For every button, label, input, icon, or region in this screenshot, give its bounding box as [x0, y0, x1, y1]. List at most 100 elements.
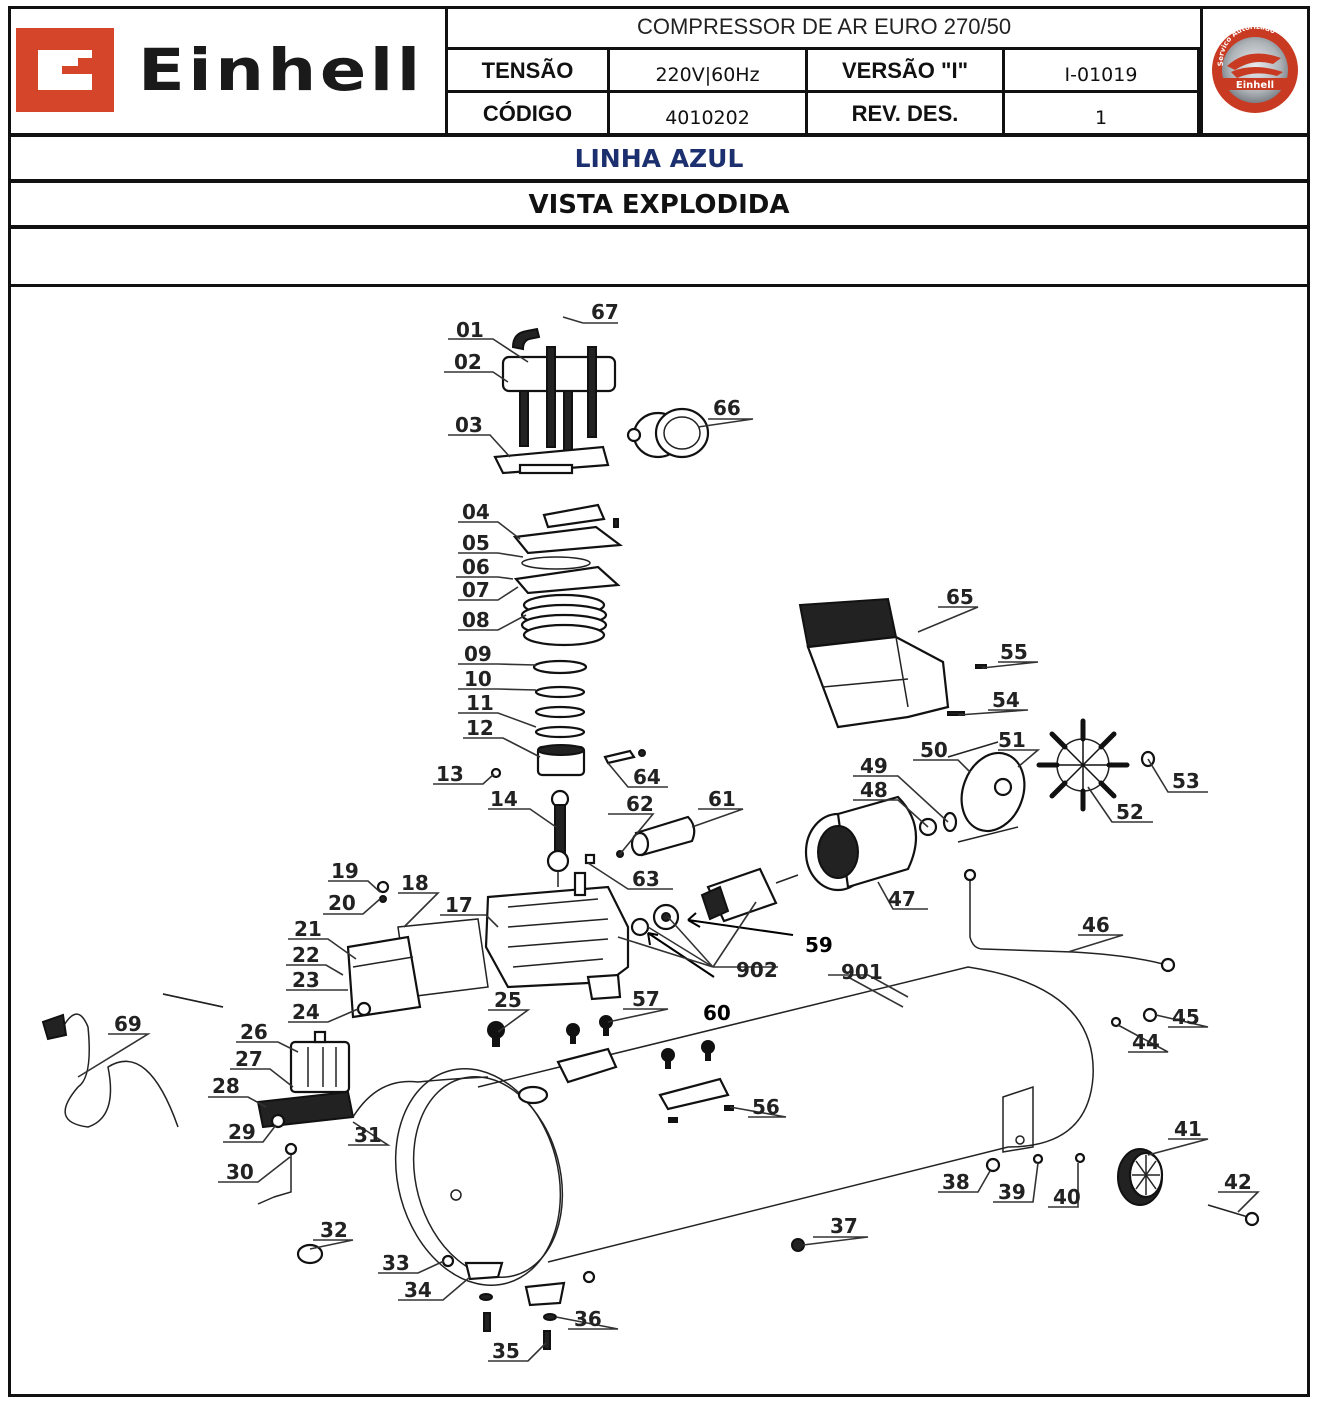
end-shield: [947, 741, 1026, 843]
plug-icon: [41, 1013, 68, 1041]
document-frame: [8, 6, 1310, 1397]
voltage-label: TENSÃO: [448, 50, 610, 90]
part-callout-57: 57: [632, 987, 660, 1011]
drain-plug: [791, 1238, 805, 1252]
part-callout-902: 902: [736, 958, 778, 982]
part-callout-08: 08: [462, 608, 490, 632]
part-callout-07: 07: [462, 578, 490, 602]
stator: [804, 795, 918, 892]
title-block: Einhell COMPRESSOR DE AR EURO 270/50 TEN…: [8, 6, 1310, 136]
exploded-view-diagram: 6701020366040506070809101112136414626163…: [41, 300, 1260, 1363]
part-callout-37: 37: [830, 1214, 858, 1238]
part-callout-03: 03: [455, 413, 483, 437]
part-callout-69: 69: [114, 1012, 142, 1036]
wheel: [1117, 1148, 1164, 1206]
cooling-fan: [1036, 718, 1130, 812]
version-value: I-01019: [1005, 50, 1200, 90]
part-callout-05: 05: [462, 531, 490, 555]
air-tank: [394, 966, 1094, 1287]
part-callout-17: 17: [445, 893, 473, 917]
axle: [1207, 1204, 1249, 1218]
tank-brackets: [487, 1015, 734, 1123]
code-label: CÓDIGO: [448, 93, 610, 136]
part-callout-28: 28: [212, 1074, 240, 1098]
part-callout-36: 36: [574, 1307, 602, 1331]
valve-plates: [512, 503, 623, 595]
part-callout-27: 27: [235, 1047, 263, 1071]
part-callout-40: 40: [1053, 1185, 1081, 1209]
nut-38: [985, 1157, 1001, 1173]
part-callout-38: 38: [942, 1170, 970, 1194]
part-callout-31: 31: [354, 1123, 382, 1147]
voltage-value: 220V|60Hz: [610, 50, 808, 90]
power-cord: [57, 1013, 179, 1128]
part-callout-18: 18: [401, 871, 429, 895]
part-callout-45: 45: [1172, 1005, 1200, 1029]
part-callout-52: 52: [1116, 800, 1144, 824]
einhell-logo-icon: [16, 28, 114, 112]
part-callout-13: 13: [436, 762, 464, 786]
product-title: COMPRESSOR DE AR EURO 270/50: [448, 6, 1200, 50]
seal-brand: Einhell: [1236, 80, 1274, 91]
part-callout-67: 67: [591, 300, 619, 324]
version-label: VERSÃO "I": [808, 50, 1005, 90]
part-callout-63: 63: [632, 867, 660, 891]
part-callout-19: 19: [331, 859, 359, 883]
leader-lines: [77, 316, 1260, 1362]
code-value: 4010202: [610, 93, 808, 136]
part-callout-47: 47: [888, 887, 916, 911]
nut-45: [1142, 1007, 1158, 1023]
part-callout-23: 23: [292, 968, 320, 992]
part-callout-04: 04: [462, 500, 490, 524]
part-callout-59: 59: [805, 933, 833, 957]
part-callout-54: 54: [992, 688, 1020, 712]
fan-cover: [798, 597, 950, 729]
part-callout-55: 55: [1000, 640, 1028, 664]
nut-32: [296, 1243, 324, 1265]
wave-washer: [942, 811, 958, 833]
part-callout-35: 35: [492, 1339, 520, 1363]
part-callout-901: 901: [841, 960, 883, 984]
part-callout-30: 30: [226, 1160, 254, 1184]
spec-row-1: TENSÃO 220V|60Hz VERSÃO "I" I-01019: [448, 50, 1200, 93]
connecting-rod: [546, 789, 570, 887]
pressure-switch: [256, 1030, 355, 1129]
part-callout-20: 20: [328, 891, 356, 915]
delivery-pipe: [969, 877, 1164, 965]
authorized-service-badge: Einhell Servico Autorizado: [1200, 6, 1310, 136]
part-callout-10: 10: [464, 667, 492, 691]
part-callout-09: 09: [464, 642, 492, 666]
capacitor: [584, 815, 696, 865]
service-seal-icon: Einhell Servico Autorizado: [1212, 23, 1298, 113]
part-callout-51: 51: [998, 728, 1026, 752]
safety-valve: [257, 1152, 292, 1205]
part-callout-44: 44: [1132, 1030, 1160, 1054]
part-callout-56: 56: [752, 1095, 780, 1119]
part-callout-41: 41: [1174, 1117, 1202, 1141]
part-callout-24: 24: [292, 1000, 320, 1024]
part-callout-12: 12: [466, 716, 494, 740]
part-callout-14: 14: [490, 787, 518, 811]
part-callout-48: 48: [860, 778, 888, 802]
revision-label: REV. DES.: [808, 93, 1005, 136]
washer-40: [1074, 1152, 1086, 1164]
part-callout-22: 22: [292, 943, 320, 967]
part-callout-02: 02: [454, 350, 482, 374]
part-callout-60: 60: [703, 1001, 731, 1025]
part-callout-01: 01: [456, 318, 484, 342]
section-title: VISTA EXPLODIDA: [8, 179, 1310, 225]
washer-44: [1110, 1016, 1122, 1028]
part-callout-66: 66: [713, 396, 741, 420]
piston-rings: [532, 659, 588, 739]
part-callout-49: 49: [860, 754, 888, 778]
part-callout-42: 42: [1224, 1170, 1252, 1194]
part-callout-50: 50: [920, 738, 948, 762]
part-callout-21: 21: [294, 917, 322, 941]
screw-54: [947, 711, 965, 716]
part-callout-64: 64: [633, 765, 661, 789]
part-callout-61: 61: [708, 787, 736, 811]
part-callout-46: 46: [1082, 913, 1110, 937]
crankcase: [484, 871, 630, 1001]
brand-wordmark: Einhell: [138, 36, 424, 104]
